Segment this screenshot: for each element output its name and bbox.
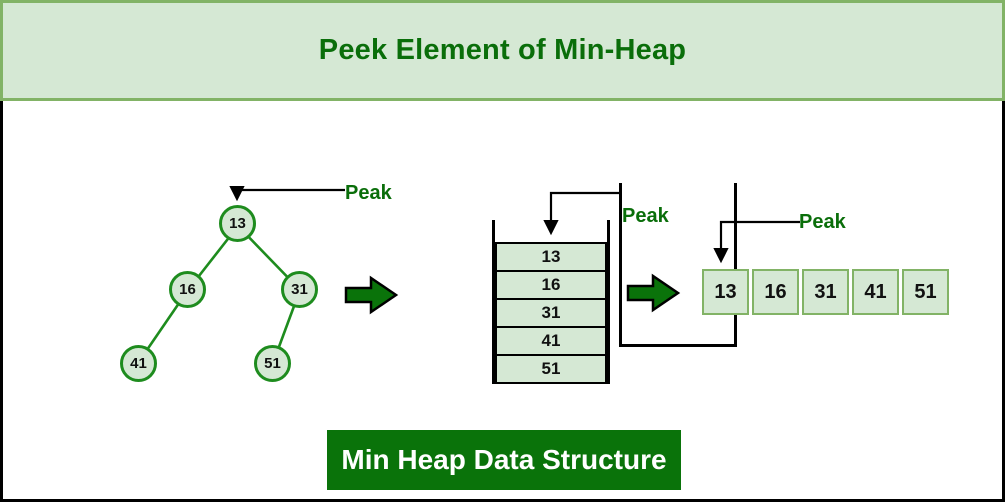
stack-cell: 16	[495, 270, 607, 300]
array-cell: 51	[902, 269, 949, 315]
stack-cell: 13	[495, 242, 607, 272]
tree-node-value: 41	[130, 355, 147, 372]
array-container: 13 16 31 41 51	[702, 269, 949, 315]
page-title: Peek Element of Min-Heap	[318, 34, 687, 66]
tree-node-leaf-right: 51	[254, 345, 291, 382]
tree-node-right: 31	[281, 271, 318, 308]
array-cell: 41	[852, 269, 899, 315]
tree-node-value: 31	[291, 281, 308, 298]
tree-node-value: 51	[264, 355, 281, 372]
caption-banner: Min Heap Data Structure	[327, 430, 681, 490]
array-peak-label: Peak	[799, 211, 846, 233]
tree-node-left: 16	[169, 271, 206, 308]
array-cell: 13	[702, 269, 749, 315]
tree-node-leaf-left: 41	[120, 345, 157, 382]
tree-node-root: 13	[219, 205, 256, 242]
stack-cell: 51	[495, 354, 607, 384]
stack-container: 13 16 31 41 51	[492, 220, 610, 384]
tree-node-value: 16	[179, 281, 196, 298]
tree-node-value: 13	[229, 215, 246, 232]
array-cell: 31	[802, 269, 849, 315]
title-banner: Peek Element of Min-Heap	[0, 0, 1005, 101]
tree-peak-label: Peak	[345, 182, 392, 204]
stack-peak-label: Peak	[619, 183, 737, 347]
array-cell: 16	[752, 269, 799, 315]
stack-cell: 31	[495, 298, 607, 328]
caption-label: Min Heap Data Structure	[341, 444, 667, 475]
stack-cell: 41	[495, 326, 607, 356]
